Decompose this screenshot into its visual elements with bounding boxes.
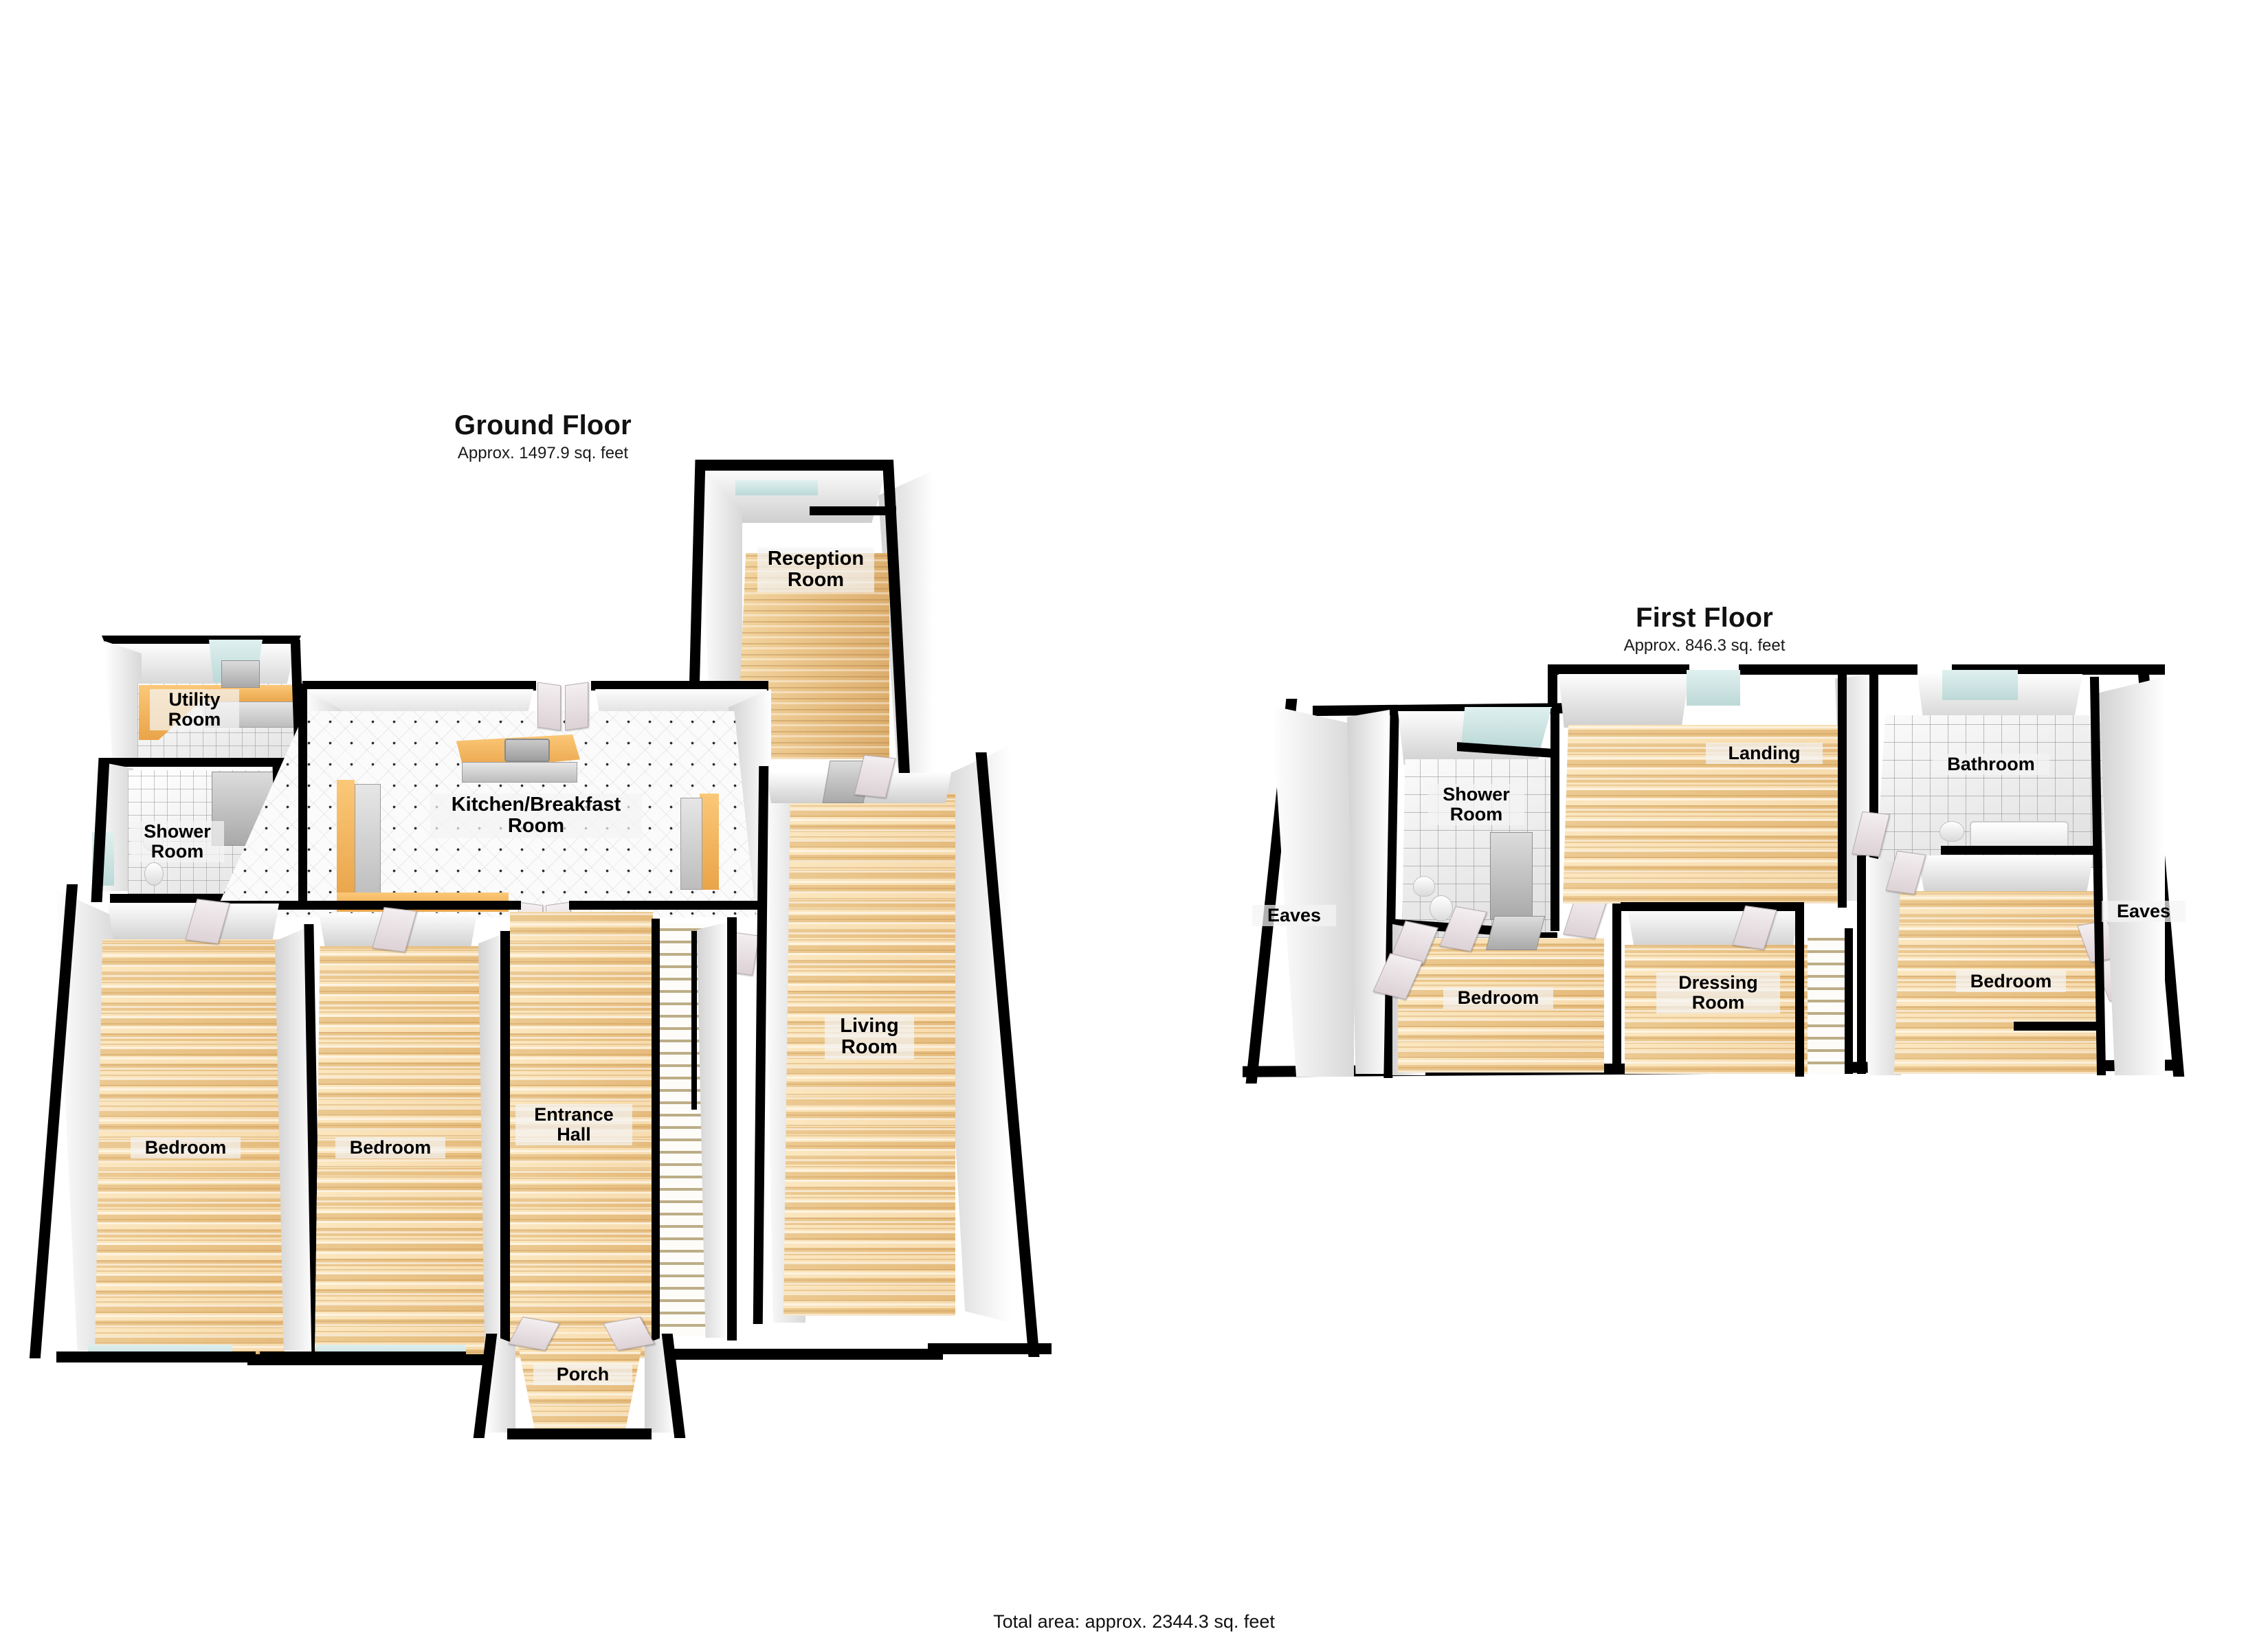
ground-wall-front-left	[247, 1354, 488, 1365]
kitchen-wall-top	[302, 681, 536, 691]
first-shower-enclosure	[1490, 832, 1533, 920]
ground-floor-title-block: Ground Floor Approx. 1497.9 sq. feet	[385, 410, 701, 463]
porch-wall-bottom	[507, 1428, 652, 1439]
bedroom-mid-wall-right	[500, 931, 510, 1362]
room-label-first-bedroom-right: Bedroom	[1956, 971, 2066, 993]
kitchen-wall-top-right	[591, 681, 768, 691]
first-bedroom-left-bed	[1485, 916, 1546, 950]
first-staircase-wall	[1845, 928, 1853, 1074]
first-shower-wall-east	[1550, 708, 1559, 931]
entrance-hall-wall-right	[727, 917, 737, 1340]
eaves-left-inner	[1347, 710, 1390, 1074]
first-wall-top-mid	[1552, 664, 1689, 675]
kitchen-right-base-units	[680, 798, 702, 890]
staircase-rail	[691, 931, 697, 1110]
staircase	[658, 924, 708, 1336]
bathroom-window	[1942, 670, 2018, 700]
first-bedroom-right-top-wall	[1917, 855, 2093, 894]
first-floor-title: First Floor	[1636, 603, 1773, 633]
utility-room-washing-machine	[221, 660, 260, 688]
first-bedroom-right-wall-step	[2014, 1022, 2103, 1031]
ground-floor-area: Approx. 1497.9 sq. feet	[457, 444, 629, 463]
kitchen-wall-bottom	[199, 901, 521, 910]
bathroom-basin	[1939, 821, 1964, 842]
utility-room-left-wall	[104, 641, 142, 765]
kitchen-wall-bottom-right	[569, 901, 766, 910]
staircase-wall-left	[652, 919, 660, 1340]
kitchen-island-sink	[504, 739, 550, 762]
room-label-bedroom-left: Bedroom	[131, 1137, 241, 1159]
utility-room-wall-top	[102, 636, 301, 645]
first-staircase	[1808, 938, 1846, 1074]
landing-window	[1687, 670, 1740, 706]
kitchen-left-base-units	[355, 784, 381, 899]
ground-wall-front-east	[928, 1343, 1052, 1354]
first-wall-top-mid2	[1739, 664, 1917, 675]
room-label-eaves-right: Eaves	[2102, 901, 2186, 923]
first-floor-area: Approx. 846.3 sq. feet	[1623, 636, 1786, 655]
shower-room-wc	[144, 862, 164, 886]
utility-room-wall-bottom	[104, 758, 304, 767]
ground-wall-front-right	[668, 1349, 943, 1360]
room-label-first-bedroom-left: Bedroom	[1443, 987, 1553, 1009]
first-shower-basin	[1413, 876, 1435, 897]
ground-floor-title: Ground Floor	[454, 410, 632, 440]
reception-room-wall-top	[696, 460, 893, 471]
dressing-room-wall-east	[1795, 902, 1804, 1077]
kitchen-left-worktop	[337, 780, 355, 901]
first-bedroom-left-wall-east	[1612, 902, 1621, 1074]
first-bedroom-right-left-wall	[1863, 855, 1901, 1075]
kitchen-wall-left	[298, 684, 307, 905]
landing-floor	[1563, 725, 1838, 904]
room-label-bathroom: Bathroom	[1933, 754, 2049, 776]
reception-room-window	[735, 480, 818, 495]
first-shower-window	[1461, 707, 1552, 747]
kitchen-door-top-left	[537, 682, 561, 731]
first-shower-wc	[1430, 895, 1453, 921]
bedroom-left-wall-bottom	[56, 1351, 256, 1362]
total-area-text: Total area: approx. 2344.3 sq. feet	[993, 1611, 1275, 1632]
room-label-porch: Porch	[533, 1364, 632, 1386]
landing-back-wall	[1559, 674, 1689, 728]
kitchen-door-top-right	[565, 682, 588, 731]
landing-wall-east	[1838, 670, 1847, 908]
kitchen-island-base-units	[462, 762, 577, 783]
first-wall-top-step-left	[1548, 664, 1557, 707]
first-bedroom-right-wall-west	[1857, 855, 1866, 1074]
kitchen-right-worktop	[700, 794, 719, 890]
bathroom-wall-south	[1941, 846, 2098, 855]
eaves-right-face	[2099, 677, 2165, 1075]
room-label-landing: Landing	[1706, 743, 1823, 765]
first-floor-title-block: First Floor Approx. 846.3 sq. feet	[1546, 603, 1863, 655]
room-label-eaves-left: Eaves	[1252, 905, 1336, 927]
eaves-left-face	[1271, 706, 1354, 1077]
reception-room-wall-notch	[810, 506, 896, 515]
room-label-bedroom-mid: Bedroom	[335, 1137, 445, 1159]
